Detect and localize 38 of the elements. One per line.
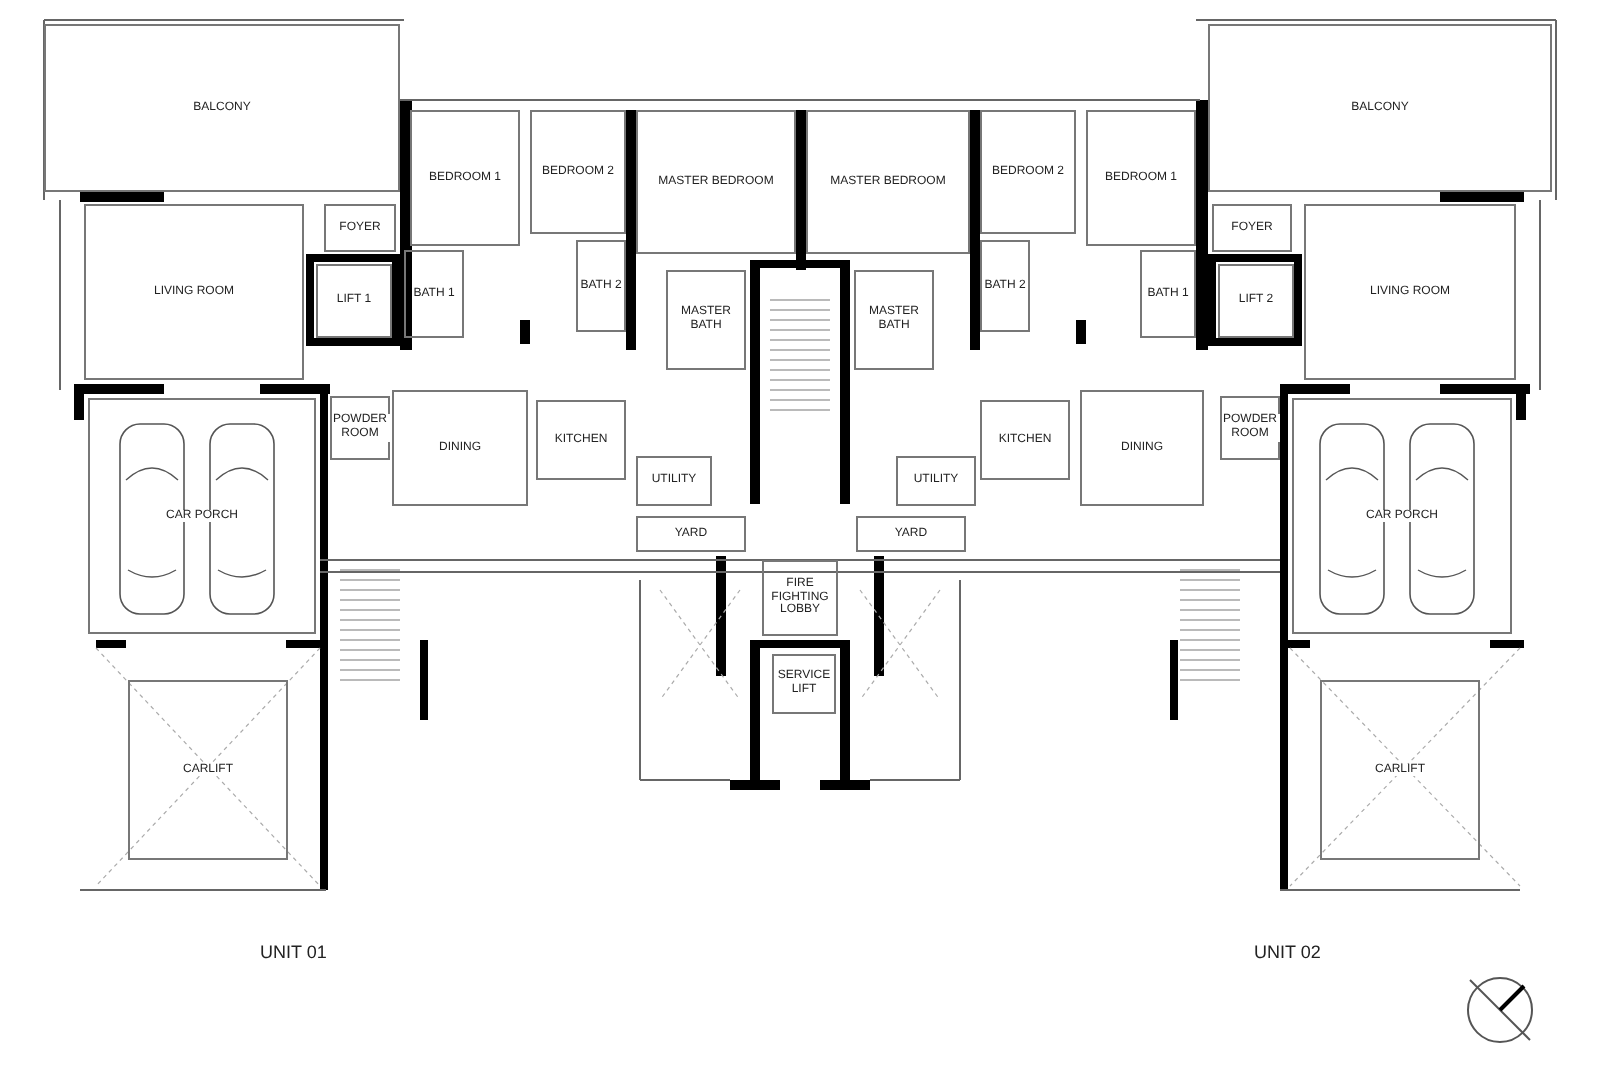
room-outline xyxy=(806,110,970,254)
room-outline xyxy=(666,270,746,370)
room-outline xyxy=(1220,396,1280,460)
room-outline xyxy=(772,654,836,714)
room-outline xyxy=(1140,250,1196,338)
room-outline xyxy=(530,110,626,234)
room-outline xyxy=(84,204,304,380)
room-outline xyxy=(1212,204,1292,252)
room-outline xyxy=(1320,680,1480,860)
room-outline xyxy=(576,240,626,332)
room-outline xyxy=(856,516,966,552)
room-outline xyxy=(1086,110,1196,246)
room-outline xyxy=(980,400,1070,480)
unit-label: UNIT 02 xyxy=(1254,942,1321,962)
room-outline xyxy=(44,24,400,192)
room-outline xyxy=(762,560,838,636)
room-outline xyxy=(1080,390,1204,506)
room-outline xyxy=(404,250,464,338)
room-outline xyxy=(536,400,626,480)
room-outline xyxy=(636,516,746,552)
room-outline xyxy=(1218,264,1294,338)
room-outline xyxy=(1292,398,1512,634)
room-outline xyxy=(1208,24,1552,192)
room-outline xyxy=(980,240,1030,332)
room-outline xyxy=(324,204,396,252)
room-outline xyxy=(636,110,796,254)
room-outline xyxy=(1304,204,1516,380)
room-outline xyxy=(854,270,934,370)
room-outline xyxy=(896,456,976,506)
room-outline xyxy=(392,390,528,506)
room-outline xyxy=(316,264,392,338)
room-outline xyxy=(636,456,712,506)
room-outline xyxy=(980,110,1076,234)
room-outline xyxy=(330,396,390,460)
room-outline xyxy=(88,398,316,634)
room-outline xyxy=(410,110,520,246)
room-outline xyxy=(128,680,288,860)
unit-label: UNIT 01 xyxy=(260,942,327,962)
